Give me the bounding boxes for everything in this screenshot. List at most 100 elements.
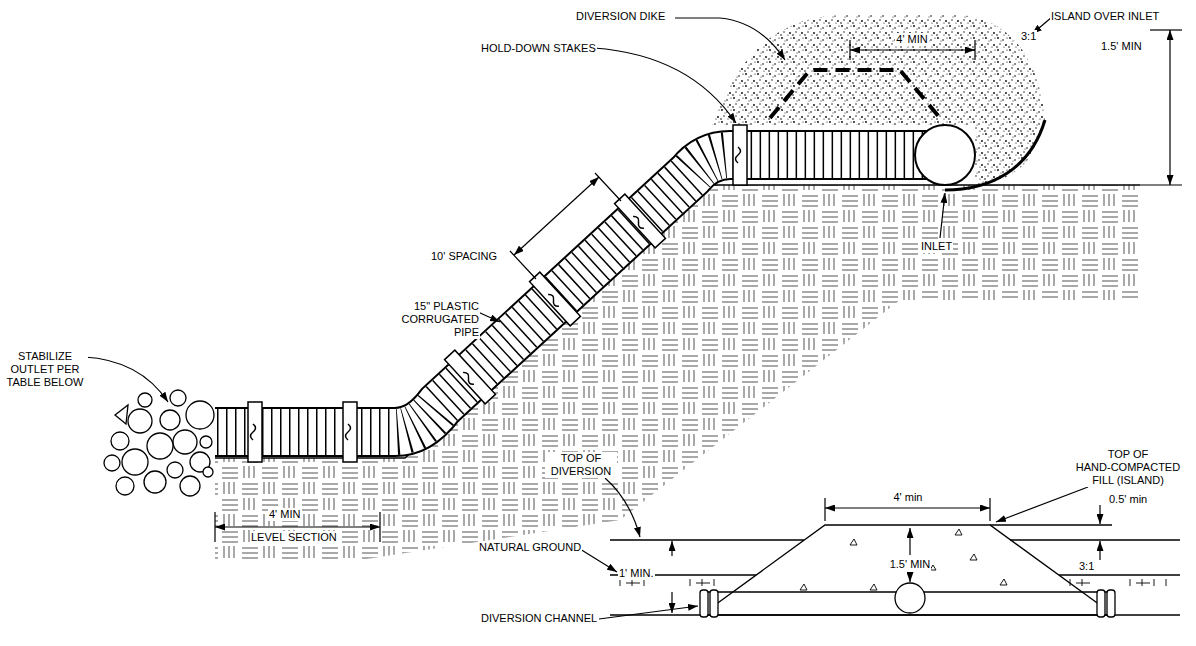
- hold-down-stakes: [248, 125, 747, 462]
- label-text: HOLD-DOWN: [481, 42, 550, 54]
- drawing-label: 1' MIN.: [618, 567, 655, 580]
- label-text: min: [1129, 493, 1147, 505]
- label-text: 10': [431, 250, 445, 262]
- corrugated-pipe-part: [915, 125, 975, 185]
- leader-lines-part: [940, 193, 945, 238]
- drawing-label: 3:1: [1020, 30, 1037, 43]
- label-text: STABILIZE: [18, 350, 72, 362]
- cross-section-dimensions-part: [1099, 541, 1100, 560]
- hold-down-stakes-part: [445, 350, 496, 404]
- label-text: 15": [414, 300, 430, 312]
- riprap-outlet-part: [170, 390, 186, 406]
- dimension-lines-part: [850, 49, 975, 50]
- drawing-label: 0.5' min: [1108, 493, 1148, 506]
- hold-down-stakes-part-part: [546, 293, 561, 308]
- island-cross-section-part: [610, 574, 1180, 575]
- corrugated-pipe-part: [217, 155, 945, 432]
- riprap-outlet-part: [147, 433, 173, 459]
- island-cross-section-part: [610, 539, 1180, 540]
- hold-down-stakes-part-part: [461, 371, 476, 386]
- label-text: PLASTIC: [433, 300, 479, 312]
- label-text: CHANNEL: [545, 612, 598, 624]
- label-text: min: [905, 491, 923, 503]
- riprap-outlet-part: [160, 410, 180, 430]
- dimension-lines-part: [1169, 30, 1170, 185]
- hold-down-stakes-part-part: [530, 272, 581, 326]
- corrugated-pipe-part: [215, 155, 945, 432]
- label-text: INLET: [1128, 10, 1159, 22]
- hold-down-stakes-part: [615, 194, 666, 248]
- label-text: OUTLET: [11, 363, 54, 375]
- hold-down-stakes-part-part: [251, 424, 256, 440]
- riprap-outlet: [104, 390, 214, 496]
- island-cross-section-part: [1097, 590, 1105, 617]
- label-text: HAND-COMPACTED: [1076, 461, 1180, 473]
- cross-section-dimensions-part: [909, 574, 910, 582]
- drawing-label: ISLAND OVER INLET: [1050, 10, 1160, 23]
- leader-lines-part: [594, 48, 736, 123]
- leader-lines-part: [478, 312, 500, 322]
- label-text: MIN: [910, 558, 930, 570]
- drawing-label: 4' MIN: [268, 508, 301, 521]
- riprap-outlet-part: [116, 477, 134, 495]
- riprap-outlet-part: [111, 432, 129, 450]
- drawing-label: INLET: [920, 240, 953, 253]
- label-text: CORRUGATED: [402, 313, 479, 325]
- label-text: 1.5': [890, 558, 907, 570]
- label-text: 3:1: [1021, 30, 1036, 42]
- dimension-lines-part: [510, 173, 621, 279]
- cross-section-dimensions-part: [996, 487, 1088, 522]
- label-text: OVER: [1094, 10, 1125, 22]
- hold-down-stakes-part-part: [248, 402, 262, 462]
- drawing-label: HOLD-DOWN STAKES: [480, 42, 597, 55]
- ground-hatch: [215, 185, 1140, 560]
- label-text: DIKE: [640, 10, 666, 22]
- drawing-label: 1.5' MIN: [889, 558, 932, 571]
- drawing-label: STABILIZE OUTLET PER TABLE BELOW: [2, 350, 88, 389]
- label-text: TOP: [1108, 448, 1130, 460]
- dimension-lines-part: [215, 526, 380, 527]
- label-text: MIN.: [630, 567, 653, 579]
- hold-down-stakes-part-part: [736, 147, 741, 163]
- cross-section-dimensions-part: [605, 478, 640, 537]
- riprap-outlet-part: [186, 401, 214, 429]
- riprap-outlet-part: [200, 436, 212, 448]
- drawing-label: LEVEL SECTION: [250, 531, 338, 544]
- drawing-label: DIVERSION DIKE: [575, 10, 666, 23]
- leader-lines: [84, 17, 1052, 402]
- riprap-outlet-part: [122, 449, 148, 475]
- label-text: NATURAL: [479, 541, 529, 553]
- label-text: PIPE: [454, 326, 479, 338]
- label-text: PER: [57, 363, 80, 375]
- riprap-outlet-part: [104, 455, 120, 471]
- ground-hatch-part: [215, 185, 1140, 560]
- drawing-label: TOP OF DIVERSION: [545, 452, 617, 478]
- cross-section-dimensions-part: [580, 549, 617, 572]
- drawing-label: DIVERSION CHANNEL: [480, 612, 598, 625]
- label-text: MIN: [908, 33, 928, 45]
- dimension-lines-part: [514, 177, 599, 255]
- label-text: BELOW: [44, 376, 84, 388]
- cross-section-dimensions-part: [909, 528, 910, 555]
- riprap-outlet-part: [128, 409, 152, 433]
- corrugated-pipe-part: [215, 155, 945, 432]
- drawing-label: 3:1: [1078, 560, 1095, 573]
- hold-down-stakes-part-part: [631, 215, 646, 230]
- island-cross-section-part: [800, 529, 1007, 590]
- hold-down-stakes-part-part: [733, 125, 747, 185]
- island-cross-section-part: [710, 590, 718, 617]
- cross-section-dimensions-part: [599, 606, 698, 619]
- island-fill-part: [770, 70, 940, 118]
- leader-lines-part: [675, 18, 785, 60]
- riprap-outlet-part: [173, 430, 197, 454]
- drawing-label: TOP OF HAND-COMPACTED FILL (ISLAND): [1068, 448, 1188, 487]
- cross-section-dimensions-part: [825, 507, 990, 508]
- hold-down-stakes-part: [733, 125, 747, 185]
- label-text: SPACING: [448, 250, 497, 262]
- label-text: 0.5': [1109, 493, 1126, 505]
- cross-section-dimensions-part: [1099, 505, 1100, 524]
- label-text: 4': [893, 491, 901, 503]
- label-text: INLET: [921, 240, 952, 252]
- drawing-label: 15" PLASTIC CORRUGATED PIPE: [388, 300, 480, 339]
